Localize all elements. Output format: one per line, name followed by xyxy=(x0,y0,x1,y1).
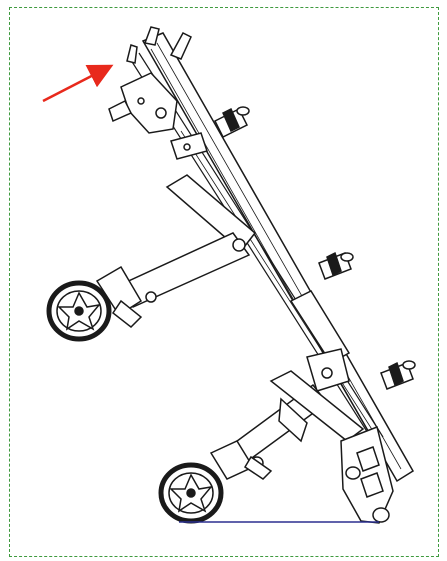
base-bracket xyxy=(340,425,394,524)
front-wheel xyxy=(46,280,112,342)
upper-hinge xyxy=(108,72,208,160)
rail-knob-1 xyxy=(213,106,250,139)
rear-leg xyxy=(209,370,365,480)
handle-prongs xyxy=(126,26,192,64)
pointer-arrow xyxy=(42,64,114,103)
rear-wheel xyxy=(158,462,224,524)
front-leg xyxy=(95,174,257,328)
middle-brace xyxy=(289,290,351,392)
rail-knob-3 xyxy=(380,360,416,390)
rail-knob-2 xyxy=(318,251,354,280)
